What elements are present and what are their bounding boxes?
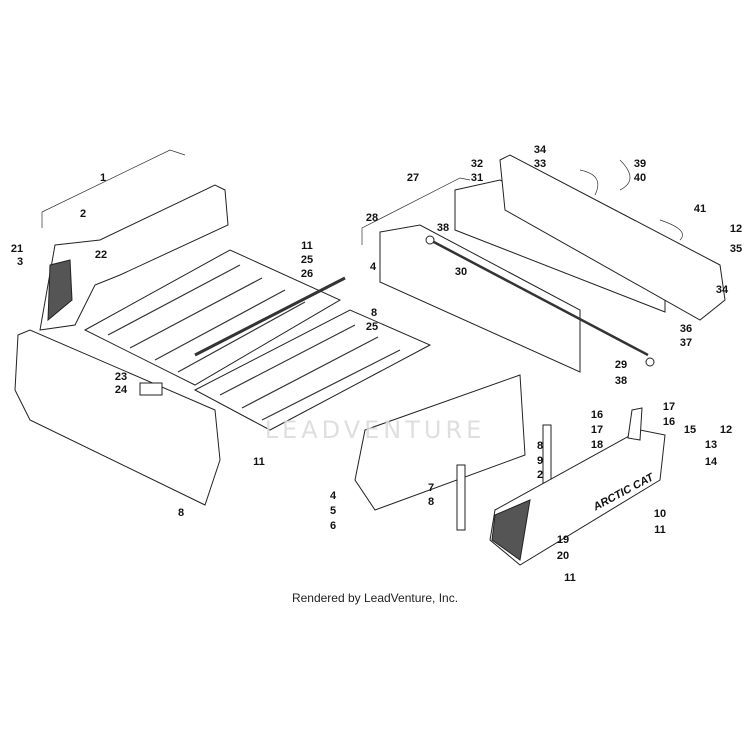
callout: 26: [301, 268, 313, 280]
callout: 11: [654, 524, 666, 536]
callout: 6: [330, 520, 336, 532]
callout: 35: [730, 243, 742, 255]
callout: 12: [720, 424, 732, 436]
callout: 2: [537, 469, 543, 481]
callout: 20: [557, 550, 569, 562]
callout: 14: [705, 456, 718, 468]
callout: 31: [471, 172, 483, 184]
callout: 11: [301, 240, 313, 252]
side-wall-lower: [354, 374, 526, 511]
callout: 18: [591, 439, 603, 451]
callout: 11: [253, 456, 265, 468]
cap-38: [425, 235, 435, 245]
callout: 25: [366, 321, 378, 333]
callout: 30: [455, 266, 467, 278]
callout: 27: [407, 172, 419, 184]
callout: 13: [705, 439, 717, 451]
callout: 32: [471, 158, 483, 170]
tailgate-panel: [14, 329, 221, 506]
front-wall-panel: [39, 184, 229, 331]
callout: 16: [591, 409, 603, 421]
callout: 8: [537, 440, 543, 452]
callout: 41: [694, 203, 706, 215]
callout: 9: [537, 455, 543, 467]
callout: 8: [371, 307, 377, 319]
callout: 12: [730, 223, 742, 235]
callout: 39: [634, 158, 646, 170]
floor-grooves: [107, 264, 401, 421]
callout: 29: [615, 359, 627, 371]
callout: 11: [564, 572, 576, 584]
decals-39-41: [579, 159, 683, 241]
callout: 16: [663, 416, 675, 428]
rod-29: [429, 238, 649, 357]
callout: 25: [301, 254, 313, 266]
callout: 4: [330, 490, 337, 502]
latch-18: [627, 407, 643, 441]
outer-panel-decal-end: [491, 499, 531, 561]
callout: 2: [80, 208, 86, 220]
group-bracket-1: [41, 149, 186, 228]
callout: 7: [428, 482, 434, 494]
front-wall-corner: [47, 259, 73, 322]
callout: 3: [17, 256, 23, 268]
callout: 23: [115, 371, 127, 383]
floor-strip-26: [194, 276, 346, 357]
callout: 17: [663, 401, 675, 413]
group-bracket-27: [361, 177, 471, 245]
callout: 17: [591, 424, 603, 436]
cap-38b: [645, 357, 655, 367]
callout: 28: [366, 212, 378, 224]
side-liner-28: [379, 224, 581, 373]
callout: 36: [680, 323, 692, 335]
callout: 8: [428, 496, 434, 508]
callout: 34: [716, 284, 729, 296]
callout: 34: [534, 144, 547, 156]
callout: 1: [100, 172, 106, 184]
side-rail-32: [499, 154, 726, 321]
callout: 10: [654, 508, 666, 520]
callout: 37: [680, 337, 692, 349]
callout: 5: [330, 505, 336, 517]
callout: 38: [437, 222, 449, 234]
floor-panel-rear: [83, 249, 342, 386]
callout: 24: [115, 384, 128, 396]
callout-labels: 1 2 21 3 22 11 25 26 8 25 23 24 11 8 27 …: [11, 144, 742, 584]
callout: 38: [615, 375, 627, 387]
post-7: [456, 464, 466, 531]
footer-credit: Rendered by LeadVenture, Inc.: [292, 591, 458, 605]
callout: 8: [178, 507, 184, 519]
callout: 33: [534, 158, 546, 170]
callout: 40: [634, 172, 646, 184]
callout: 21: [11, 243, 23, 255]
callout: 19: [557, 534, 569, 546]
callout: 22: [95, 249, 107, 261]
tailgate-label-24: [139, 382, 163, 396]
callout: 15: [684, 424, 696, 436]
callout: 4: [370, 261, 377, 273]
